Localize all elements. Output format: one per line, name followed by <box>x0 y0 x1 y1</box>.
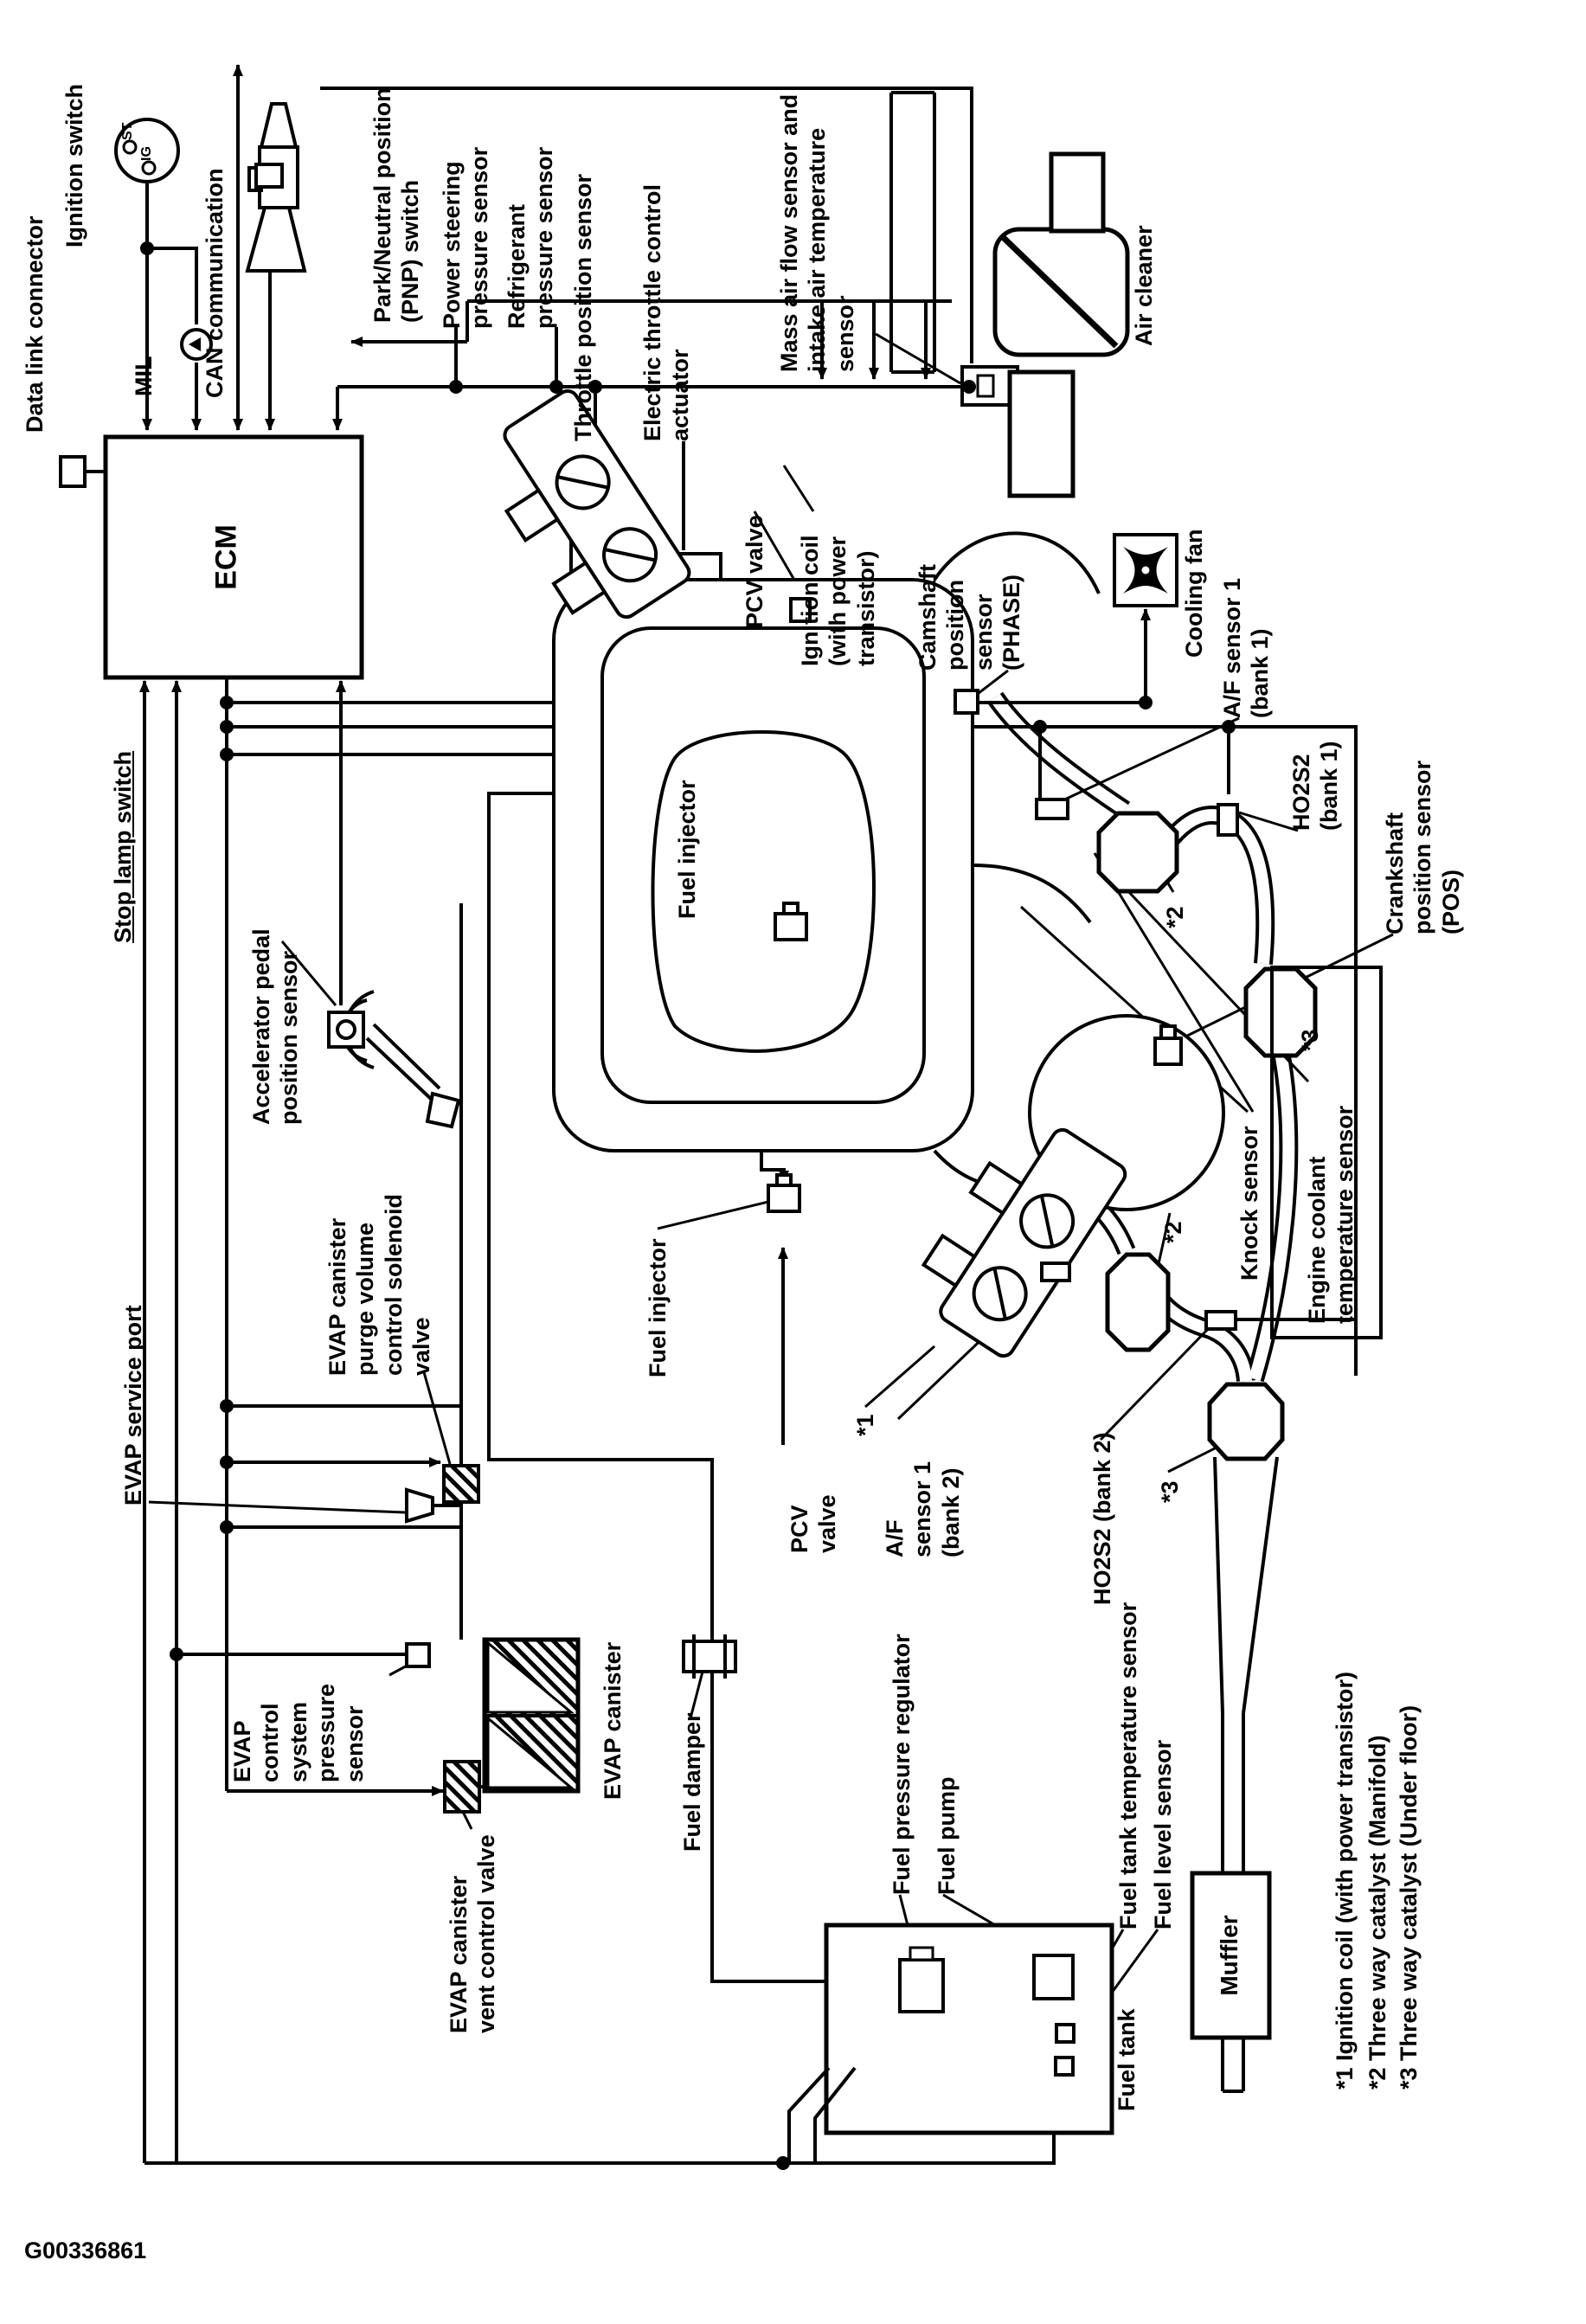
af-sensor-icon <box>1037 799 1069 1281</box>
label-star3-bank1: *3 <box>1297 1029 1323 1051</box>
pnp-shifter-icon <box>247 104 305 271</box>
label-fuel-injector-2: Fuel injector <box>645 1238 671 1377</box>
label-fuel-damper: Fuel damper <box>679 1712 705 1852</box>
mil-lamp-icon <box>182 330 211 359</box>
label-fuel-level-sensor: Fuel level sensor <box>1150 1739 1176 1929</box>
label-star3-bank2: *3 <box>1157 1480 1183 1503</box>
label-data-link-connector: Data link connector <box>22 215 48 433</box>
pnp-connector <box>256 164 282 187</box>
label-knock-sensor: Knock sensor <box>1236 1126 1262 1281</box>
label-fuel-injector-1: Fuel injector <box>674 780 700 919</box>
ignition-switch-icon <box>116 119 178 182</box>
label-cooling-fan: Cooling fan <box>1181 529 1207 658</box>
ho2s2-sensor-icon <box>1206 805 1237 1329</box>
label-pnp-switch: Park/Neutral position (PNP) switch <box>369 87 424 323</box>
pcv-valve-icon <box>791 599 810 621</box>
label-ignition-switch: Ignition switch <box>61 84 87 247</box>
muffler-icon <box>1192 1873 1269 2038</box>
label-footnote-3: *3 Three way catalyst (Under floor) <box>1396 1704 1422 2090</box>
evap-purge-solenoid-icon <box>444 1466 478 1502</box>
label-can-communication: CAN communication <box>202 168 228 398</box>
fuel-tank-temp-sensor-icon <box>1056 2025 1074 2042</box>
label-ignition-terminal-ig: IG <box>139 146 154 161</box>
label-engine-coolant-temp: Engine coolant temperature sensor <box>1304 1105 1358 1324</box>
label-evap-pressure-sensor: EVAP control system pressure sensor <box>229 1683 368 1782</box>
label-evap-purge-solenoid: EVAP canister purge volume control solen… <box>324 1193 435 1376</box>
data-link-connector-icon <box>61 457 85 486</box>
fuel-damper-icon <box>684 1634 735 1679</box>
catalyst-icon <box>1099 813 1315 1459</box>
fuel-pressure-regulator-icon <box>900 1948 943 2012</box>
camshaft-sensor-icon <box>955 690 978 713</box>
label-pcv-valve-1: PCV valve <box>742 515 767 628</box>
fuel-pump-icon <box>1034 1955 1073 1999</box>
label-fuel-pressure-regulator: Fuel pressure regulator <box>889 1634 915 1895</box>
evap-canister-icon <box>485 1640 578 1791</box>
label-throttle-position-sensor: Throttle position sensor <box>570 173 596 441</box>
label-star1: *1 <box>852 1414 878 1436</box>
label-ho2s2-bank1: HO2S2 (bank 1) <box>1288 741 1343 831</box>
cooling-fan-icon <box>1114 535 1177 606</box>
label-air-cleaner: Air cleaner <box>1131 225 1157 346</box>
label-star2-bank1: *2 <box>1162 906 1188 928</box>
label-muffler: Muffler <box>1216 1915 1243 1996</box>
label-camshaft-sensor: Camshaft position sensor (PHASE) <box>915 563 1025 671</box>
label-maf-sensor: Mass air flow sensor and intake air temp… <box>776 93 858 372</box>
label-electric-throttle: Electric throttle control actuator <box>639 183 694 441</box>
label-footnote-2: *2 Three way catalyst (Manifold) <box>1364 1735 1390 2090</box>
label-evap-vent-valve: EVAP canister vent control valve <box>446 1834 500 2033</box>
label-ecm: ECM <box>209 524 243 590</box>
label-evap-service-port: EVAP service port <box>120 1305 146 1505</box>
fuel-level-sensor-icon <box>1056 2058 1073 2075</box>
accelerator-pedal-icon <box>329 992 459 1127</box>
label-refrigerant: Refrigerant pressure sensor <box>504 146 558 329</box>
label-crankshaft-sensor: Crankshaft position sensor (POS) <box>1382 760 1464 934</box>
engine-coolant-label-box <box>1272 967 1381 1338</box>
label-power-steering: Power steering pressure sensor <box>439 146 493 329</box>
label-mil: MIL <box>131 356 157 397</box>
label-ignition-coil: Ignition coil (with power transistor) <box>797 535 879 666</box>
label-fuel-tank-temp-sensor: Fuel tank temperature sensor <box>1115 1602 1141 1929</box>
label-ignition-terminal-st: ST <box>120 122 135 140</box>
label-stop-lamp-switch: Stop lamp switch <box>110 750 136 943</box>
label-af-sensor1-bank2: A/F sensor 1 (bank 2) <box>882 1461 964 1557</box>
label-pcv-valve-2: PCV valve <box>787 1494 841 1553</box>
label-footnote-1: *1 Ignition coil (with power transistor) <box>1332 1671 1358 2090</box>
evap-pressure-sensor-icon <box>407 1644 429 1666</box>
evap-vent-valve-icon <box>445 1762 479 1812</box>
crankshaft-sensor-icon <box>1155 1026 1181 1064</box>
junction-dots <box>140 241 1236 2170</box>
ecm-box <box>106 437 362 677</box>
figure-id: G00336861 <box>24 2237 147 2263</box>
label-af-sensor1-bank1: A/F sensor 1 (bank 1) <box>1219 577 1274 718</box>
label-evap-canister: EVAP canister <box>600 1641 626 1800</box>
label-ho2s2-bank2: HO2S2 (bank 2) <box>1089 1432 1115 1605</box>
evap-service-port-icon <box>407 1490 433 1521</box>
label-fuel-pump: Fuel pump <box>934 1776 960 1896</box>
label-star2-bank2: *2 <box>1160 1221 1186 1243</box>
air-cleaner-icon <box>995 154 1127 496</box>
fuel-injector-icon <box>768 903 806 1211</box>
label-fuel-tank: Fuel tank <box>1114 2008 1140 2111</box>
label-accelerator-pedal: Accelerator pedal position sensor <box>248 928 303 1125</box>
